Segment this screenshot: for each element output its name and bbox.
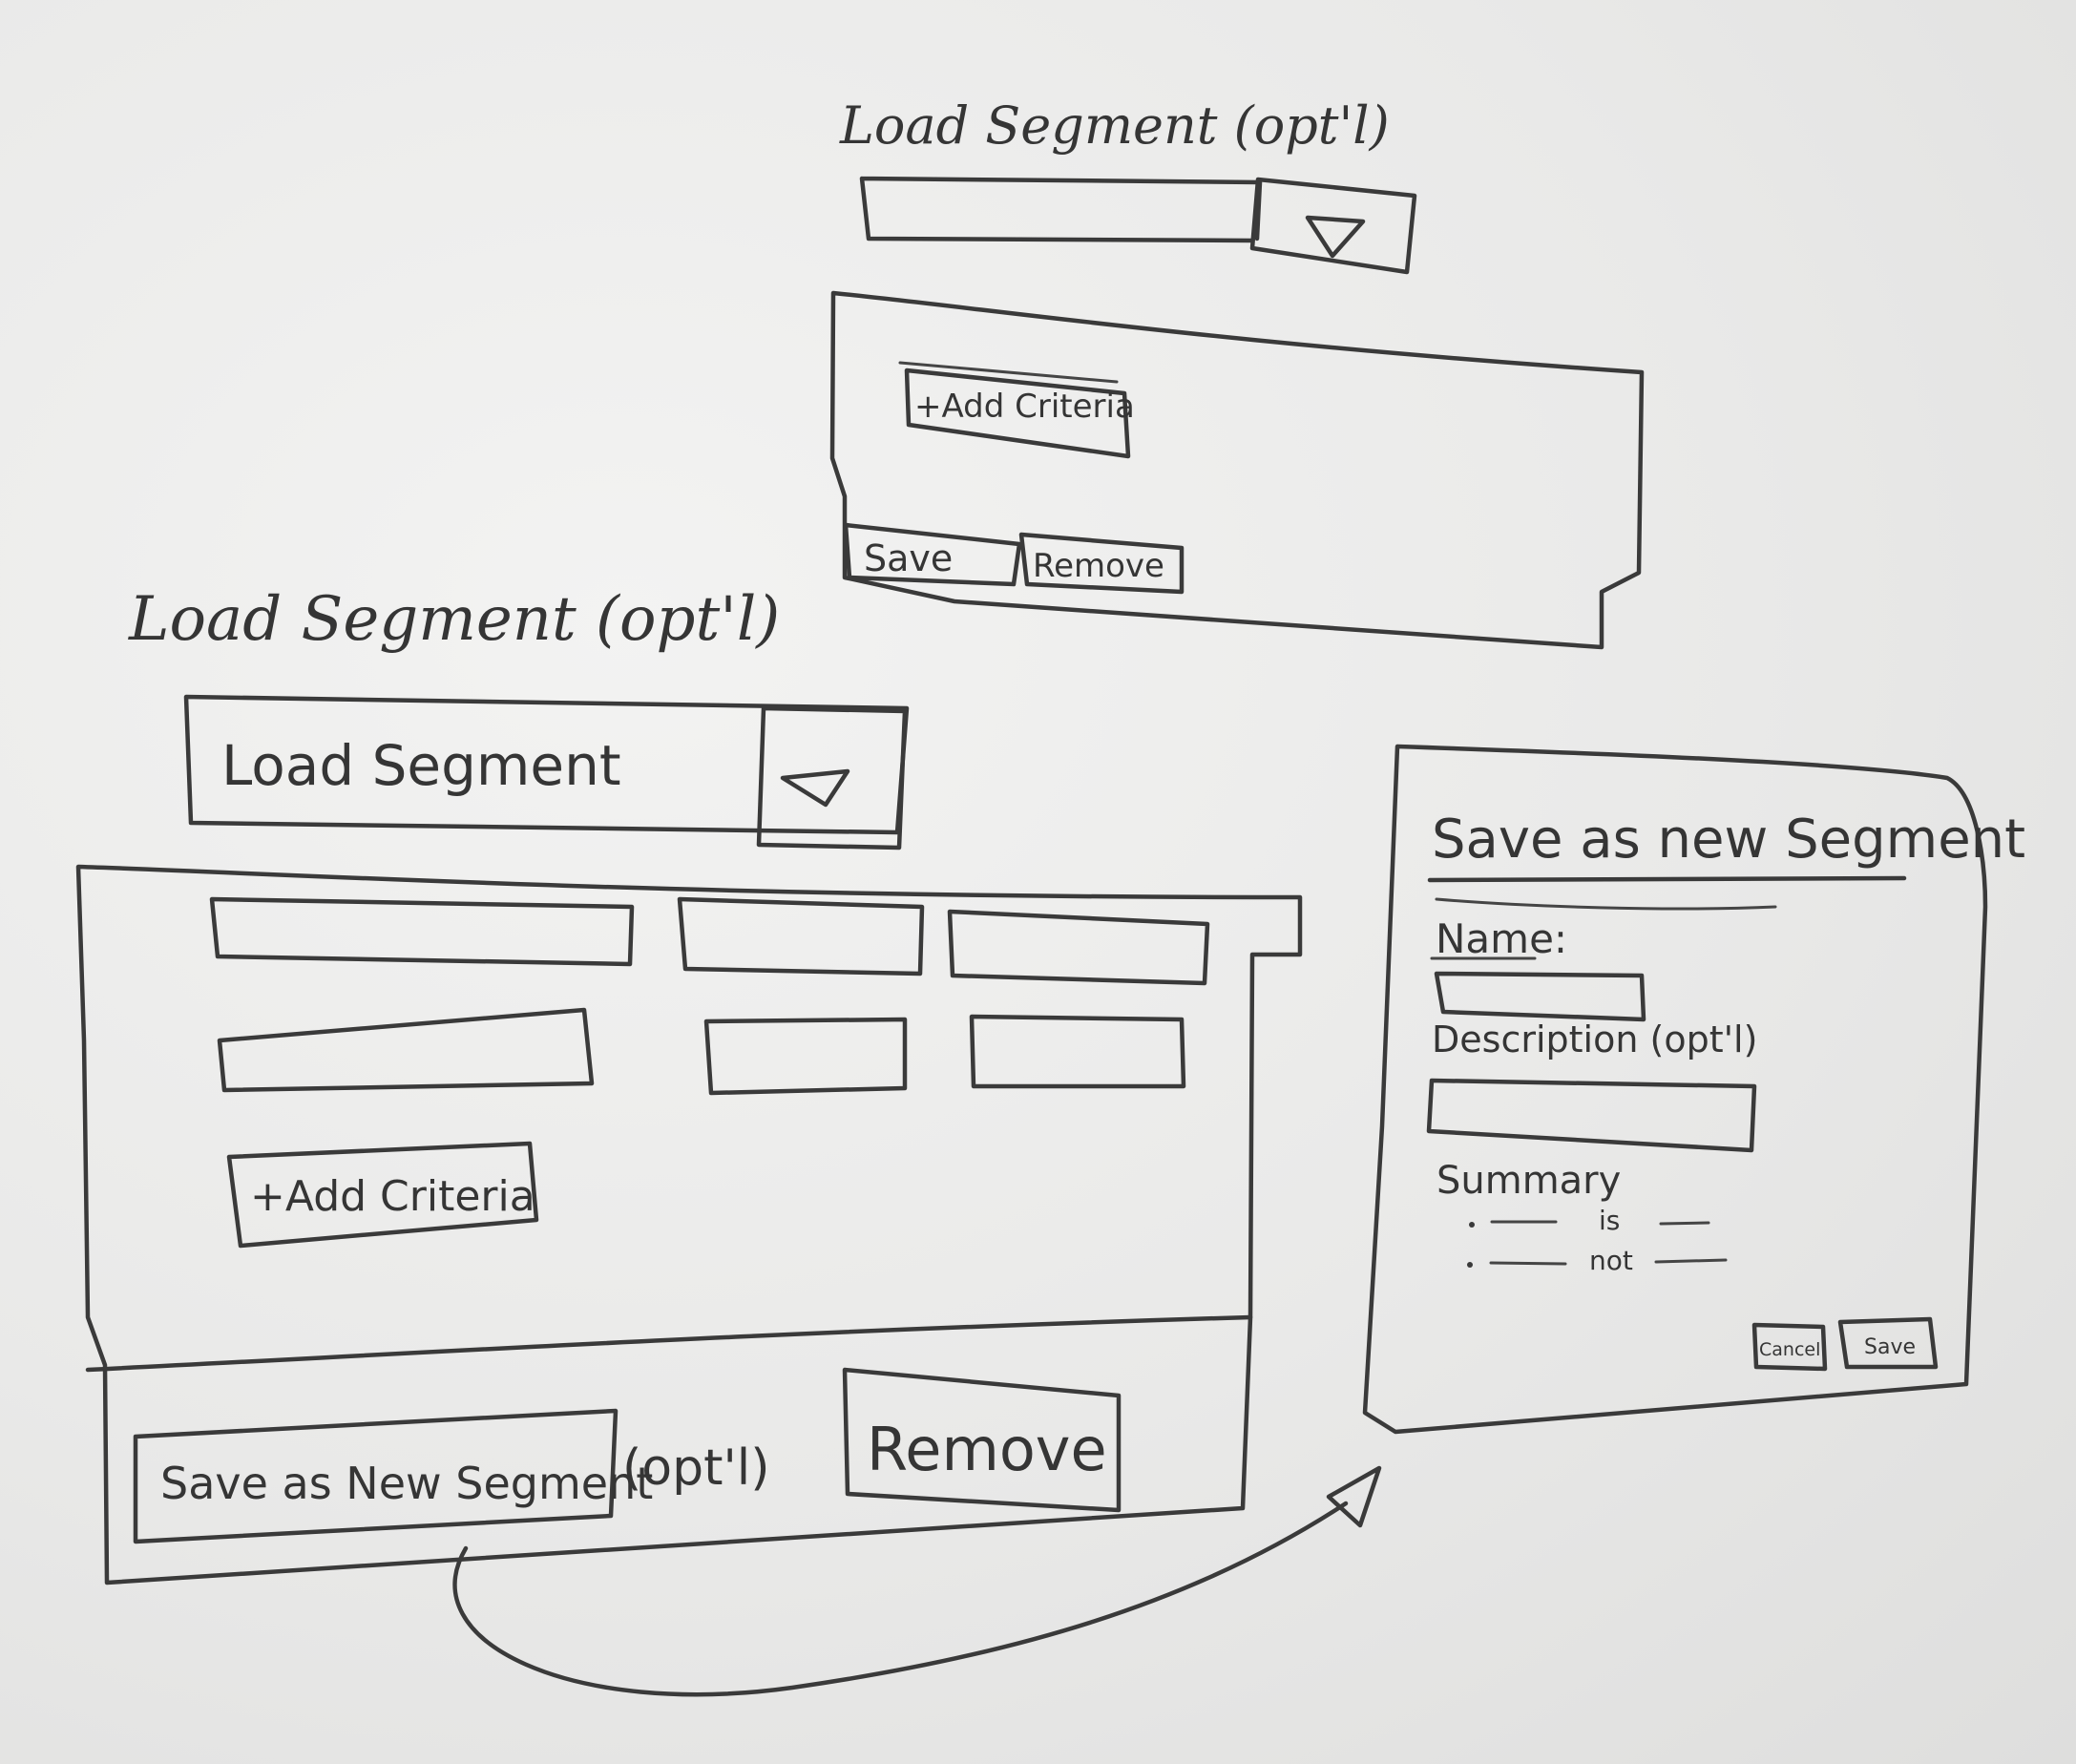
save-as-new-segment-dialog: Save as new Segment Name: Description (o… bbox=[1362, 744, 2025, 1435]
top-criteria-panel bbox=[829, 290, 1645, 650]
main-panel-divider bbox=[85, 1314, 1253, 1373]
save-as-new-segment-label: Save as New Segment bbox=[160, 1458, 653, 1509]
top-save-button[interactable]: Save bbox=[843, 522, 1022, 587]
criteria-field-value[interactable] bbox=[969, 1014, 1186, 1089]
top-sketch-title: Load Segment (opt'l) bbox=[839, 95, 1390, 156]
dialog-cancel-button[interactable]: Cancel bbox=[1751, 1322, 1828, 1372]
dialog-save-button[interactable]: Save bbox=[1837, 1316, 1939, 1370]
main-sketch: Load Segment (opt'l) Load Segment +Add C… bbox=[75, 584, 1303, 1586]
criteria-field-attribute[interactable] bbox=[209, 896, 635, 967]
main-criteria-panel bbox=[75, 864, 1303, 1586]
main-dropdown-field[interactable] bbox=[183, 694, 910, 835]
summary-label: Summary bbox=[1436, 1159, 1621, 1203]
name-input[interactable] bbox=[1434, 971, 1646, 1022]
main-sketch-title: Load Segment (opt'l) bbox=[128, 584, 780, 655]
dialog-frame bbox=[1362, 744, 1988, 1435]
summary-item-2: not bbox=[1467, 1245, 1728, 1276]
main-add-criteria-label: +Add Criteria bbox=[250, 1172, 535, 1221]
top-add-criteria-label: +Add Criteria bbox=[914, 388, 1135, 426]
top-remove-button[interactable]: Remove bbox=[1018, 532, 1185, 595]
main-remove-label: Remove bbox=[867, 1415, 1107, 1484]
dialog-title-underline bbox=[1427, 875, 1907, 883]
criteria-field-operator[interactable] bbox=[703, 1017, 908, 1096]
save-as-new-segment-note: (opt'l) bbox=[622, 1439, 770, 1497]
summary-item-op: is bbox=[1599, 1205, 1620, 1236]
criteria-row-2 bbox=[217, 1007, 1186, 1096]
top-sketch: Load Segment (opt'l) +Add Criteria Save … bbox=[829, 95, 1645, 650]
arrow-head-icon bbox=[1326, 1465, 1382, 1528]
name-label: Name: bbox=[1436, 915, 1567, 962]
description-input[interactable] bbox=[1426, 1078, 1757, 1153]
top-dropdown-button[interactable] bbox=[1249, 177, 1417, 275]
description-label: Description (opt'l) bbox=[1432, 1018, 1757, 1060]
criteria-field-operator[interactable] bbox=[677, 896, 925, 976]
dialog-cancel-label: Cancel bbox=[1759, 1339, 1820, 1360]
main-add-criteria-button[interactable]: +Add Criteria bbox=[226, 1141, 539, 1249]
top-remove-label: Remove bbox=[1033, 547, 1164, 585]
main-dropdown-button[interactable] bbox=[756, 705, 908, 850]
triangle-down-icon bbox=[1305, 215, 1366, 259]
main-dropdown-value: Load Segment bbox=[221, 733, 621, 798]
dialog-scribble bbox=[1435, 897, 1777, 911]
save-as-new-segment-button[interactable]: Save as New Segment bbox=[133, 1408, 653, 1544]
summary-item-op: not bbox=[1589, 1245, 1633, 1276]
top-load-segment-dropdown[interactable] bbox=[859, 176, 1417, 275]
main-remove-button[interactable]: Remove bbox=[842, 1367, 1122, 1513]
top-save-label: Save bbox=[864, 537, 953, 579]
triangle-down-icon bbox=[780, 768, 850, 808]
arrow-curve bbox=[452, 1501, 1349, 1697]
criteria-row-1 bbox=[209, 896, 1210, 986]
dialog-title: Save as new Segment bbox=[1432, 808, 2025, 871]
criteria-field-value[interactable] bbox=[947, 909, 1210, 986]
top-dropdown-field[interactable] bbox=[859, 176, 1263, 243]
criteria-field-attribute[interactable] bbox=[217, 1007, 595, 1093]
top-add-criteria-button[interactable]: +Add Criteria bbox=[898, 361, 1135, 459]
flow-arrow bbox=[452, 1465, 1382, 1697]
summary-item-1: is bbox=[1469, 1205, 1710, 1236]
dialog-save-label: Save bbox=[1864, 1335, 1916, 1359]
main-load-segment-dropdown[interactable]: Load Segment bbox=[183, 694, 910, 850]
